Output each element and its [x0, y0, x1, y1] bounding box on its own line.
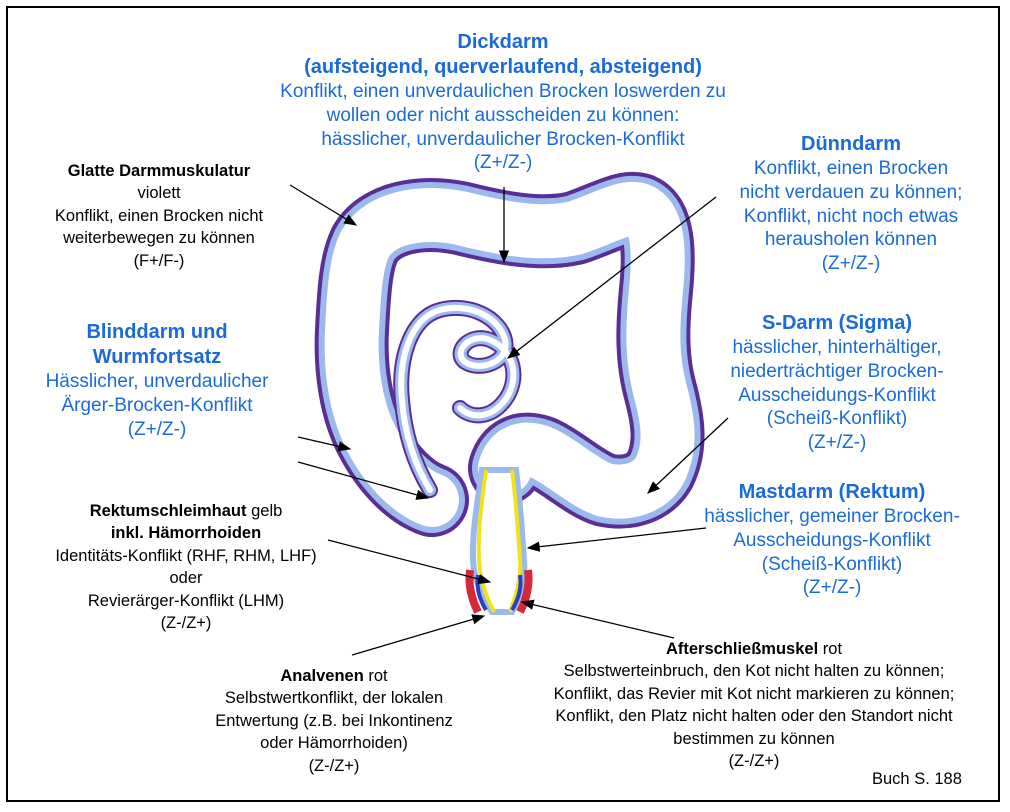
- glatte-color: violett: [137, 184, 181, 203]
- duenndarm-line3: Konflikt, nicht noch etwas: [743, 205, 959, 227]
- mastdarm-line1: hässlicher, gemeiner Brocken-: [704, 506, 960, 527]
- diagram-frame: [6, 6, 1000, 802]
- blinddarm-line2: Ärger-Brocken-Konflikt: [61, 394, 253, 416]
- dickdarm-line2: wollen oder nicht ausscheiden zu können:: [326, 104, 680, 126]
- afterschliess-line1: Selbstwerteinbruch, den Kot nicht halten…: [563, 662, 945, 681]
- blinddarm-title1: Blinddarm und: [86, 321, 228, 343]
- duenndarm-label: Dünndarm Konflikt, einen Brocken nicht v…: [716, 132, 986, 276]
- sdarm-title: S-Darm (Sigma): [761, 312, 913, 334]
- sdarm-label: S-Darm (Sigma) hässlicher, hinterhältige…: [704, 311, 970, 455]
- mastdarm-label: Mastdarm (Rektum) hässlicher, gemeiner B…: [684, 480, 980, 600]
- afterschliess-line3: Konflikt, den Platz nicht halten oder de…: [555, 707, 953, 726]
- blinddarm-polarity: (Z+/Z-): [127, 418, 187, 440]
- mastdarm-line2: Ausscheidungs-Konflikt: [733, 529, 931, 551]
- dickdarm-line3: hässlicher, unverdaulicher Brocken-Konfl…: [321, 128, 685, 150]
- afterschliess-title: Afterschließmuskel rot: [665, 640, 843, 658]
- duenndarm-title: Dünndarm: [801, 133, 901, 155]
- glatte-title: Glatte Darmmuskulatur: [67, 162, 251, 180]
- rektumschleimhaut-line3: Revierärger-Konflikt (LHM): [87, 591, 285, 610]
- analvenen-label: Analvenen rot Selbstwertkonflikt, der lo…: [188, 665, 480, 777]
- small-intestine: [393, 299, 522, 498]
- pointer-arrows: [289, 184, 729, 656]
- analvenen-line2: Entwertung (z.B. bei Inkontinenz: [215, 711, 453, 730]
- rektumschleimhaut-label: Rektumschleimhaut gelb inkl. Hämorrhoide…: [16, 500, 356, 635]
- rektumschleimhaut-title2: inkl. Hämorrhoiden: [110, 524, 262, 543]
- analvenen-polarity: (Z-/Z+): [308, 756, 360, 775]
- rektumschleimhaut-title: Rektumschleimhaut gelb: [89, 502, 283, 520]
- duenndarm-line4: herausholen können: [764, 229, 938, 251]
- rektumschleimhaut-line2: oder: [169, 569, 203, 588]
- afterschliess-line4: bestimmen zu können: [673, 729, 835, 748]
- blinddarm-line1: Hässlicher, unverdaulicher: [45, 371, 269, 392]
- sdarm-polarity: (Z+/Z-): [807, 432, 867, 453]
- dickdarm-line1: Konflikt, einen unverdaulichen Brocken l…: [280, 81, 726, 102]
- dickdarm-label: Dickdarm (aufsteigend, querverlaufend, a…: [238, 30, 768, 175]
- analvenen-title: Analvenen rot: [280, 667, 388, 685]
- mastdarm-line3: (Scheiß-Konflikt): [761, 553, 903, 575]
- dickdarm-polarity: (Z+/Z-): [473, 152, 533, 174]
- large-intestine: [314, 171, 705, 537]
- duenndarm-line1: Konflikt, einen Brocken: [753, 158, 949, 179]
- rektumschleimhaut-line1: Identitäts-Konflikt (RHF, RHM, LHF): [55, 546, 317, 565]
- mastdarm-title: Mastdarm (Rektum): [738, 481, 926, 503]
- glatte-polarity: (F+/F-): [133, 251, 185, 270]
- rektumschleimhaut-polarity: (Z-/Z+): [160, 614, 212, 633]
- sdarm-line2: niederträchtiger Brocken-: [730, 360, 944, 382]
- rectum: [469, 467, 528, 615]
- duenndarm-line2: nicht verdauen zu können;: [739, 181, 963, 203]
- afterschliess-label: Afterschließmuskel rot Selbstwerteinbruc…: [512, 638, 996, 773]
- afterschliess-line2: Konflikt, das Revier mit Kot nicht marki…: [553, 684, 955, 703]
- dickdarm-subtitle: (aufsteigend, querverlaufend, absteigend…: [304, 56, 702, 78]
- duenndarm-polarity: (Z+/Z-): [821, 253, 881, 274]
- glatte-line1: Konflikt, einen Brocken nicht: [54, 206, 264, 225]
- page-reference: Buch S. 188: [872, 770, 962, 788]
- dickdarm-title: Dickdarm: [457, 31, 549, 53]
- analvenen-line3: oder Hämorrhoiden): [260, 734, 408, 753]
- sdarm-line3: Ausscheidungs-Konflikt: [738, 384, 936, 406]
- sdarm-line1: hässlicher, hinterhältiger,: [732, 337, 942, 358]
- afterschliess-polarity: (Z-/Z+): [728, 752, 780, 771]
- mastdarm-polarity: (Z+/Z-): [802, 577, 862, 599]
- sdarm-line4: (Scheiß-Konflikt): [766, 408, 908, 430]
- blinddarm-label: Blinddarm und Wurmfortsatz Hässlicher, u…: [22, 320, 292, 441]
- glatte-line2: weiterbewegen zu können: [63, 229, 255, 248]
- glatte-label: Glatte Darmmuskulatur violett Konflikt, …: [26, 160, 292, 272]
- analvenen-line1: Selbstwertkonflikt, der lokalen: [224, 689, 444, 708]
- blinddarm-title2: Wurmfortsatz: [92, 346, 222, 368]
